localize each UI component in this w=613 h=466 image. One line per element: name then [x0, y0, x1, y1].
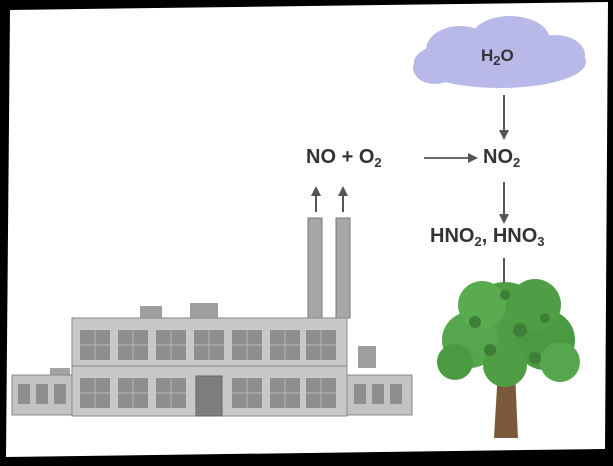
reaction-o-sub: 2	[374, 155, 382, 170]
cloud-label: H2O	[481, 46, 514, 68]
acids-label: HNO2, HNO3	[430, 225, 545, 249]
acid-b: HNO	[492, 225, 538, 247]
reaction-o: O	[358, 146, 375, 168]
acid-a-sub: 2	[474, 234, 482, 249]
no2-sub: 2	[513, 155, 521, 170]
acid-b-sub: 3	[537, 234, 545, 249]
cloud-label-base: H	[481, 46, 494, 65]
acid-a: HNO	[430, 225, 475, 247]
reaction-no: NO	[306, 146, 336, 168]
reaction-plus: +	[341, 146, 354, 168]
tree-icon	[437, 279, 580, 438]
reaction-label: NO + O2	[306, 146, 382, 170]
acid-sep: ,	[481, 225, 493, 247]
no2-label: NO2	[483, 146, 520, 170]
no2-base: NO	[483, 146, 513, 168]
factory-icon	[11, 217, 413, 417]
cloud-label-sub: 2	[493, 53, 501, 68]
cloud-icon	[413, 16, 586, 88]
cloud-label-tail: O	[500, 46, 514, 65]
